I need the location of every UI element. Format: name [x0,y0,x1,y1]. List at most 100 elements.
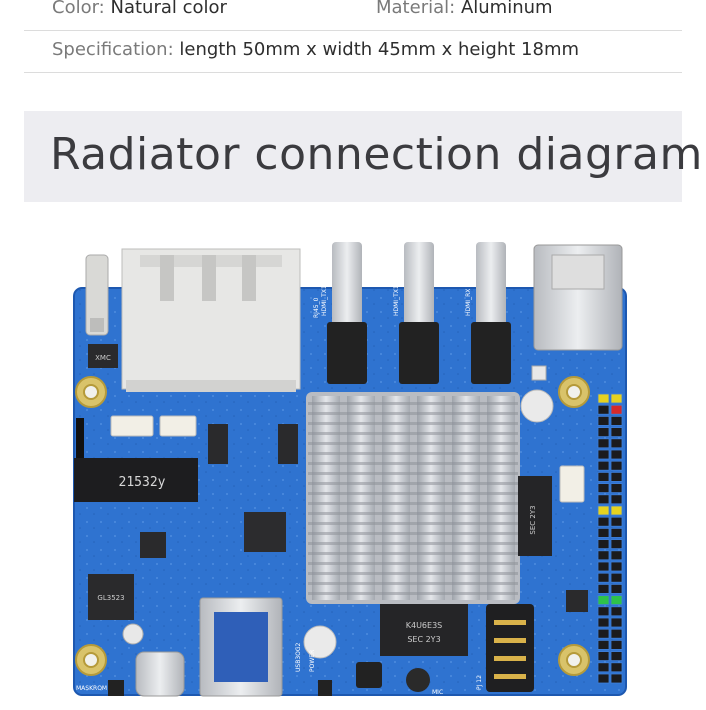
label-hdmi-left: HDMI_TX1 [321,285,328,316]
heatsink-fin [487,396,515,600]
heatsink-groove [308,552,518,555]
gpio-pin [610,561,623,572]
gpio-pin [597,640,610,650]
gpio-pin [610,628,623,639]
gpio-pin [597,662,610,673]
gpio-pin [610,550,623,561]
board-buttons [108,365,547,696]
gpio-pin [597,449,610,460]
hdmi-ports [327,242,511,384]
gpio-pin [610,651,623,661]
label-hdmi-mid: HDMI_TX1 [393,285,400,316]
heatsink-groove [308,462,518,465]
gpio-pin [597,572,610,583]
label-hdmi-right: HDMI_RX [465,289,472,316]
spec-row-color-material: Color: Natural color Material: Aluminum [24,0,682,31]
spec-material-value: Aluminum [460,0,553,18]
gpio-pin [597,516,610,527]
gpio-pin [597,561,610,572]
gpio-pin [597,617,610,628]
gpio-pin [597,415,610,426]
usb-port-top [533,244,623,351]
label-mic: MIC [432,689,443,696]
gpio-pin [610,393,623,404]
gpio-pin [610,516,623,527]
gpio-pin [597,404,610,415]
left-pin-header [76,418,84,458]
gpio-pin [597,393,610,404]
heatsink-groove [308,532,518,535]
heatsink-groove [308,522,518,525]
heatsink-groove [308,562,518,565]
heatsink-groove [308,432,518,435]
spec-material: Material: Aluminum [376,0,553,18]
gpio-pin [597,505,610,516]
gpio-pin [610,471,623,482]
gpio-pin [610,483,623,494]
label-maskrom: MASKROM [76,685,107,692]
gpio-pin [610,427,623,438]
gpio-pin [597,584,610,594]
gpio-pin [610,617,623,628]
heatsink-groove [308,412,518,415]
gpio-pin [597,628,610,639]
fan-connectors [110,415,585,503]
label-usb: USB3OG2 [295,642,302,672]
spec-specification-label: Specification: [52,39,174,60]
heatsink-fin [312,396,340,600]
gpio-pin [610,438,623,449]
gpio-pin [597,673,610,684]
gpio-pin [597,651,610,661]
heatsink [303,389,554,659]
spec-material-label: Material: [376,0,456,18]
gpio-pin [610,595,623,605]
heatsink-fin [452,396,480,600]
heatsink-groove [308,402,518,405]
gpio-pin [597,494,610,505]
gpio-pin [597,595,610,605]
heatsink-groove [308,492,518,495]
rj45-port [121,248,301,392]
gpio-pin [610,673,623,684]
spec-specification: Specification: length 50mm x width 45mm … [52,39,579,60]
gpio-pin [597,539,610,549]
gpio-pin [610,662,623,673]
chips: XMC GL3523 SEC 2Y3 K4U6E3S SEC 2Y3 [88,344,588,656]
heatsink-groove [308,512,518,515]
heatsink-groove [308,472,518,475]
flash-chip-label: XMC [95,354,111,362]
gpio-pin [610,539,623,549]
gpio-pin [597,483,610,494]
heatsink-groove [308,452,518,455]
spec-color-label: Color: [52,0,105,18]
ram-chip-bottom-label-2: SEC 2Y3 [407,635,440,644]
heatsink-groove [308,592,518,595]
gpio-pin [610,572,623,583]
hub-chip-label: GL3523 [97,594,124,602]
heatsink-fin [382,396,410,600]
spec-specification-value: length 50mm x width 45mm x height 18mm [179,39,580,60]
heatsink-fin [417,396,445,600]
section-banner: Radiator connection diagram [24,111,702,202]
gpio-pin [597,460,610,471]
usb-c-port [135,651,185,697]
heatsink-fin [347,396,375,600]
gpio-pin [597,427,610,438]
gpio-pin [597,438,610,449]
gpio-header [597,393,623,684]
gpio-pin [610,505,623,516]
heatsink-groove [308,442,518,445]
heatsink-groove [308,572,518,575]
heatsink-groove [308,422,518,425]
ram-chip-right-label: SEC 2Y3 [529,505,537,534]
board-illustration: 21532y XMC GL3523 SEC 2Y3 K4U6E3S SEC 2Y… [73,242,627,697]
usb3-port-bottom [199,597,283,697]
gpio-pin [610,640,623,650]
gpio-pin [610,460,623,471]
label-rj45: RJ45_0 [313,297,320,318]
label-pj: PJ 12 [476,675,483,690]
gpio-pin [597,606,610,617]
heatsink-groove [308,542,518,545]
gpio-pin [610,584,623,594]
m2-slot-label: 21532y [119,475,166,490]
